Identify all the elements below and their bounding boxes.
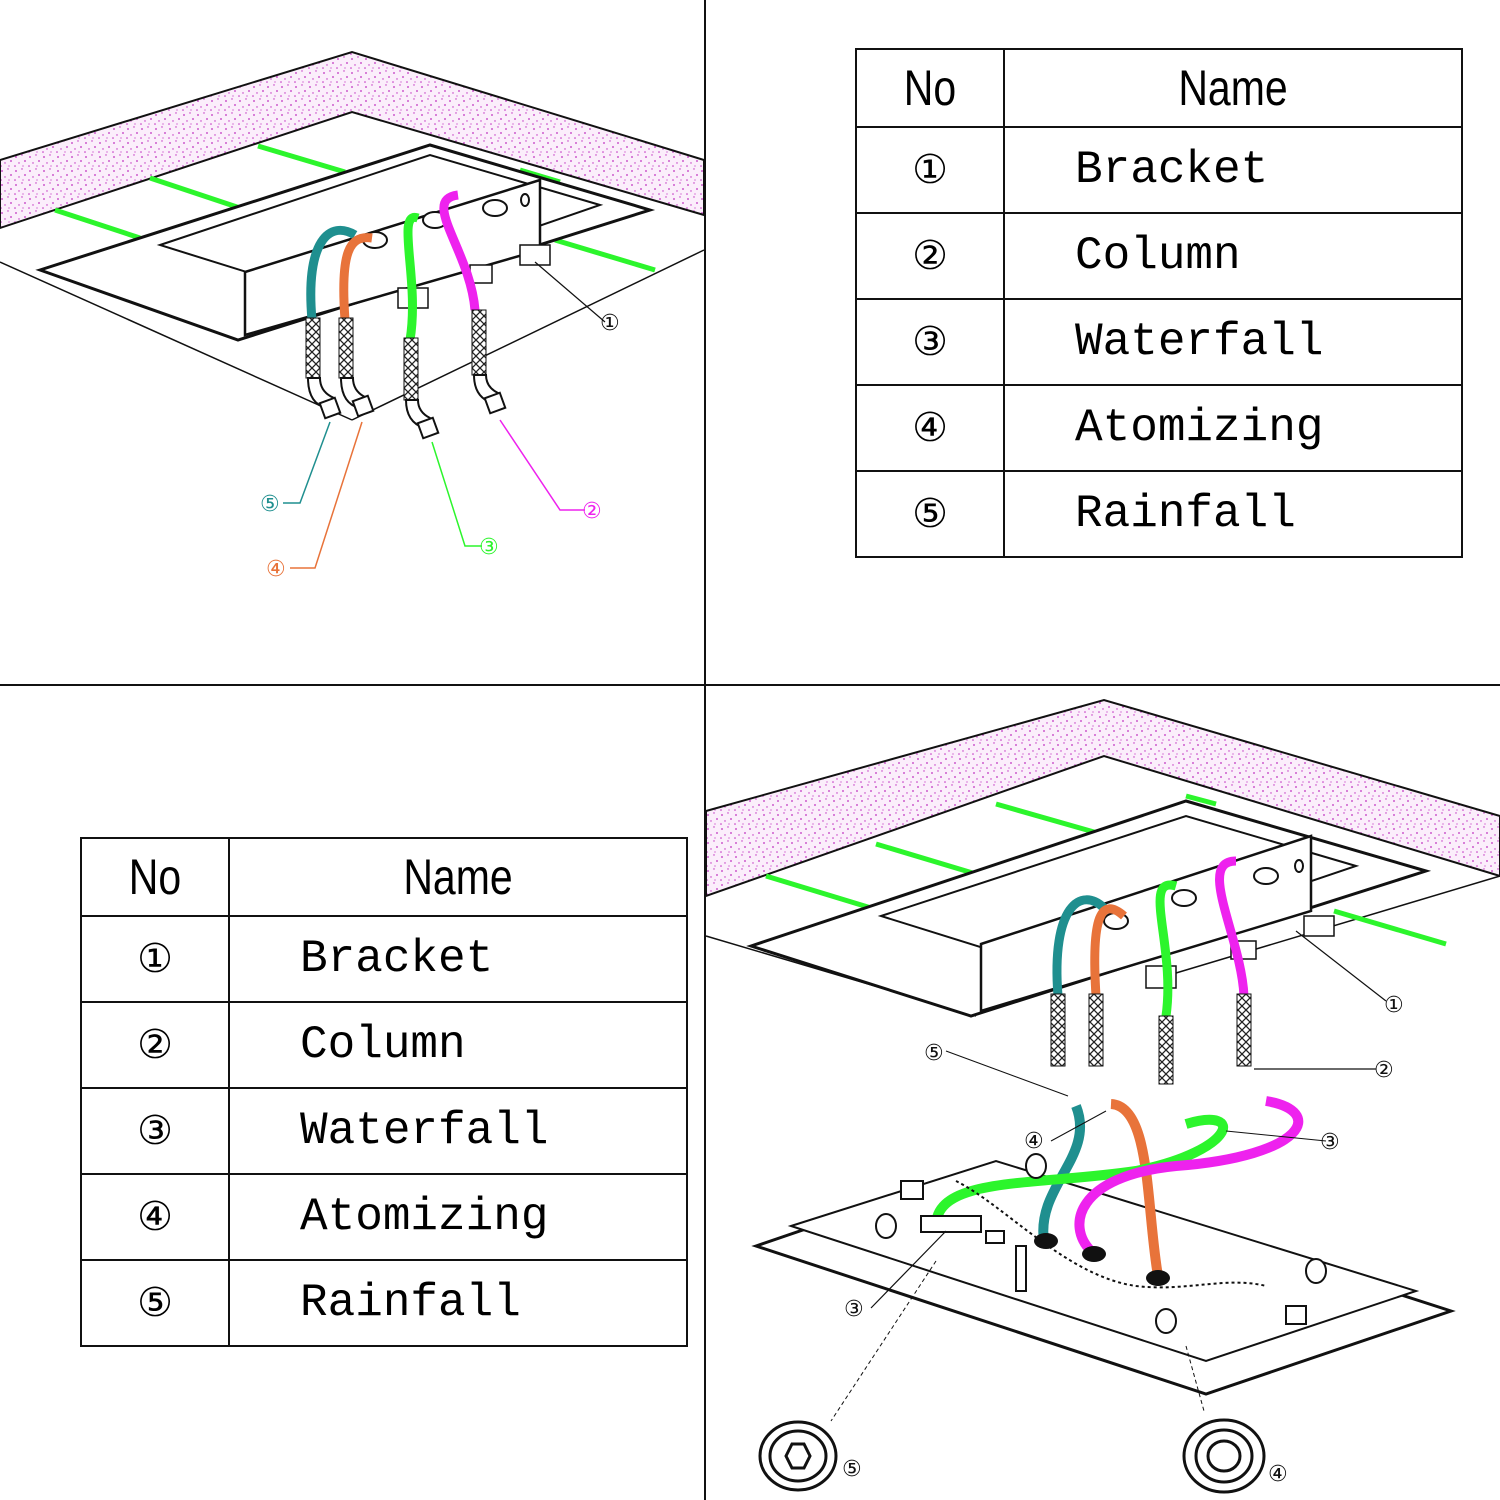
leader-atomizing-bottom — [1185, 1345, 1205, 1412]
rainfall-hose-upper — [1052, 895, 1108, 997]
callout-atomizing-lower: ④ — [1268, 1462, 1288, 1487]
row-no: ④ — [855, 384, 1005, 472]
leader-rainfall-bottom — [830, 1260, 937, 1422]
column-hose-upper — [1215, 856, 1249, 997]
leader-bracket — [534, 261, 606, 323]
callout-column: ② — [1374, 1058, 1394, 1083]
row-name: Bracket — [1003, 126, 1463, 214]
ceiling-edge — [0, 261, 353, 421]
panel-connection-diagram: ① ② ③ ④ ⑤ ③ ⑤ ④ — [705, 698, 1500, 1494]
column-braid — [1236, 993, 1252, 1067]
leader-atomizing — [290, 421, 363, 569]
atomizing-outlet-detail — [1182, 1418, 1266, 1494]
panel-fittings — [875, 1153, 1327, 1334]
row-no: ⑤ — [855, 470, 1005, 558]
row-no: ⑤ — [80, 1259, 230, 1347]
header-name: Name — [269, 837, 647, 917]
row-name: Waterfall — [228, 1087, 688, 1175]
atomizing-braid — [1088, 993, 1104, 1067]
row-no: ④ — [80, 1173, 230, 1261]
leader-column — [499, 419, 585, 511]
row-no: ③ — [855, 298, 1005, 386]
column-braid — [471, 309, 487, 376]
row-name: Bracket — [228, 915, 688, 1003]
rainfall-outlet-detail — [758, 1420, 838, 1492]
row-name: Rainfall — [228, 1259, 688, 1347]
joists — [765, 793, 1447, 947]
waterfall-braid — [1158, 1015, 1174, 1085]
shower-panel-body — [787, 1159, 1420, 1363]
ceiling-install-diagram: ① ② ③ ④ ⑤ — [0, 50, 705, 582]
rainfall-hose-lower — [1038, 1104, 1086, 1242]
leader-waterfall-bottom — [870, 1230, 947, 1309]
row-no: ① — [80, 915, 230, 1003]
header-name: Name — [1044, 48, 1422, 128]
recessed-box-side — [979, 834, 1313, 1013]
bracket — [397, 244, 551, 309]
ceiling-wall — [0, 50, 705, 230]
callout-rainfall-lower: ⑤ — [842, 1457, 862, 1482]
panel-inlets — [1034, 1233, 1170, 1286]
callout-waterfall: ③ — [479, 535, 499, 560]
row-name: Column — [1003, 212, 1463, 300]
row-no: ① — [855, 126, 1005, 214]
leader-waterfall — [431, 441, 482, 547]
leader-atomizing-top — [1050, 1110, 1107, 1142]
ceiling-wall — [705, 698, 1500, 898]
atomizing-hose — [339, 233, 373, 321]
callout-bracket: ① — [600, 311, 620, 336]
callout-waterfall: ③ — [1320, 1130, 1340, 1155]
table-header-row: No Name — [81, 837, 687, 917]
header-no: No — [93, 837, 217, 917]
rainfall-hose — [306, 226, 358, 321]
rainfall-braid — [305, 317, 321, 379]
row-name: Column — [228, 1001, 688, 1089]
row-no: ② — [855, 212, 1005, 300]
horizontal-divider — [0, 684, 1500, 686]
row-no: ③ — [80, 1087, 230, 1175]
callout-waterfall-lower: ③ — [844, 1297, 864, 1322]
row-name: Atomizing — [1003, 384, 1463, 472]
leader-rainfall-top — [945, 1050, 1069, 1097]
box-outlets — [1103, 859, 1304, 930]
atomizing-hose-upper — [1090, 904, 1127, 997]
waterfall-braid — [403, 337, 419, 401]
leader-rainfall — [283, 421, 331, 504]
row-name: Waterfall — [1003, 298, 1463, 386]
column-hose-lower — [1074, 1096, 1304, 1255]
row-no: ② — [80, 1001, 230, 1089]
callout-rainfall: ⑤ — [924, 1041, 944, 1066]
callout-atomizing: ④ — [266, 557, 286, 582]
waterfall-hose-upper — [1155, 880, 1178, 1017]
column-hose — [439, 190, 480, 311]
header-no: No — [868, 48, 992, 128]
row-name: Atomizing — [228, 1173, 688, 1261]
leader-waterfall-top — [1225, 1130, 1327, 1142]
waterfall-hose — [403, 212, 420, 341]
callout-bracket: ① — [1384, 993, 1404, 1018]
leader-bracket — [1295, 930, 1387, 1002]
callout-column: ② — [582, 499, 602, 524]
elbow-fittings — [306, 374, 507, 440]
row-name: Rainfall — [1003, 470, 1463, 558]
callout-rainfall: ⑤ — [260, 492, 280, 517]
vertical-divider — [704, 0, 706, 1500]
atomizing-braid — [338, 317, 354, 379]
rainfall-braid — [1050, 993, 1066, 1067]
callout-atomizing: ④ — [1024, 1129, 1044, 1154]
table-header-row: No Name — [856, 48, 1462, 128]
